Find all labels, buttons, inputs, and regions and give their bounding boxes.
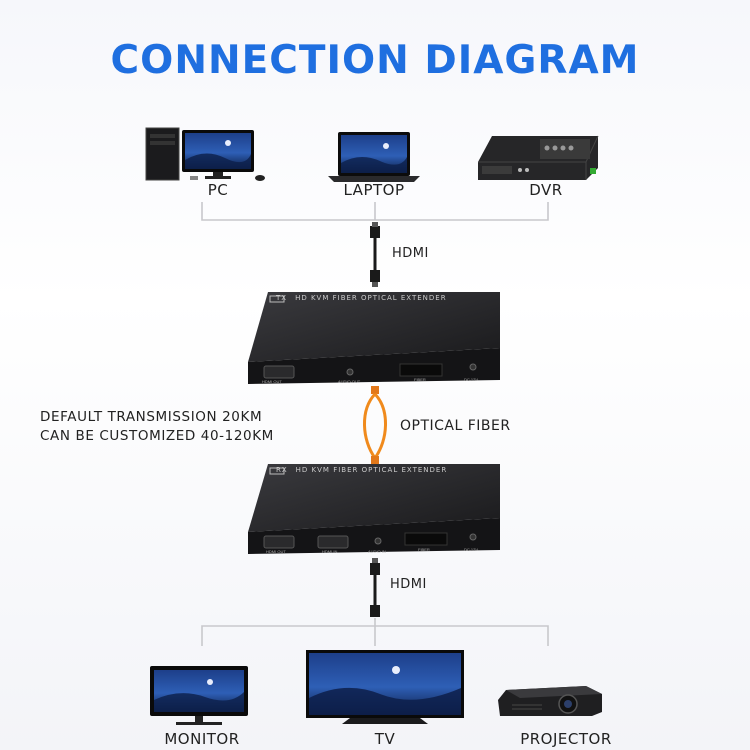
pc-icon — [145, 127, 265, 181]
tv-icon — [306, 650, 464, 724]
source-label-pc: PC — [207, 181, 229, 199]
rx-port-label: HDMI IN — [322, 549, 338, 554]
rx-device-label: RX HD KVM FIBER OPTICAL EXTENDER — [276, 466, 447, 474]
display-label-monitor: MONITOR — [164, 730, 240, 748]
display-bracket — [201, 618, 549, 646]
tx-port-label: AUDIO OUT — [338, 379, 361, 384]
rx-port-label: FIBER — [418, 547, 430, 552]
tx-device-name: HD KVM FIBER OPTICAL EXTENDER — [295, 294, 447, 302]
hdmi-cable-top — [370, 222, 380, 287]
tx-device-label: TX HD KVM FIBER OPTICAL EXTENDER — [276, 294, 447, 302]
laptop-icon — [328, 132, 420, 182]
source-bracket — [201, 202, 549, 221]
tx-port-label: FIBER — [414, 377, 426, 382]
source-label-laptop: LAPTOP — [343, 181, 405, 199]
dvr-icon — [478, 135, 599, 180]
rx-device-name: HD KVM FIBER OPTICAL EXTENDER — [295, 466, 448, 474]
tx-badge: TX — [276, 294, 288, 302]
receiver-device — [248, 464, 500, 554]
note-default-distance: DEFAULT TRANSMISSION 20KM — [40, 409, 263, 425]
tx-port-label: DC 12V — [464, 377, 479, 382]
page-title: CONNECTION DIAGRAM — [110, 38, 640, 83]
hdmi-cable-bottom — [370, 558, 380, 617]
source-label-dvr: DVR — [529, 181, 563, 199]
rx-port-label: HDMI OUT — [266, 549, 286, 554]
note-custom-distance: CAN BE CUSTOMIZED 40-120KM — [40, 428, 274, 444]
rx-port-label: DC 12V — [464, 547, 479, 552]
hdmi-label-top: HDMI — [392, 246, 429, 261]
transmission-note: DEFAULT TRANSMISSION 20KM CAN BE CUSTOMI… — [40, 408, 274, 446]
rx-badge: RX — [276, 466, 288, 474]
optical-fiber-label: OPTICAL FIBER — [400, 418, 511, 434]
fiber-cable — [363, 386, 387, 464]
display-label-projector: PROJECTOR — [520, 730, 612, 748]
transmitter-device — [248, 292, 500, 384]
tx-port-label: HDMI OUT — [262, 379, 282, 384]
projector-icon — [498, 686, 602, 716]
monitor-icon — [150, 666, 248, 725]
hdmi-label-bottom: HDMI — [390, 577, 427, 592]
rx-port-label: AUDIO IN — [368, 549, 386, 554]
display-label-tv: TV — [374, 730, 396, 748]
